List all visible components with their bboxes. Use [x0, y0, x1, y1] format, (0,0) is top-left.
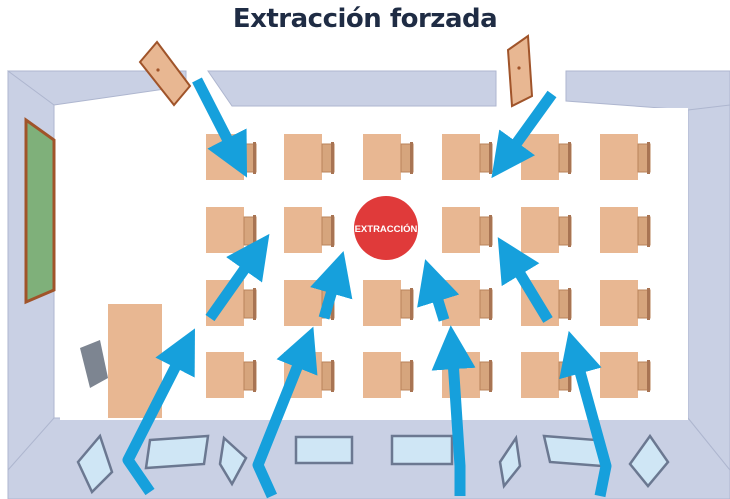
desk-icon: [363, 280, 414, 326]
wall-top-right: [565, 70, 730, 111]
diagram-title: Extracción forzada: [232, 4, 498, 34]
desk-icon: [600, 207, 651, 253]
window-icon: [294, 435, 354, 465]
desk-icon: [363, 352, 414, 398]
door-icon: [506, 34, 534, 108]
airflow-arrows: [122, 77, 612, 499]
inflow-arrow: [192, 77, 248, 178]
door-icon: [138, 40, 192, 107]
outflow-arrow: [431, 325, 476, 496]
window-icon: [390, 434, 454, 466]
airflow-arrow: [497, 237, 553, 323]
extraction-label: EXTRACCIÓN: [355, 223, 418, 235]
airflow-arrow: [417, 259, 460, 322]
wall-bottom: [7, 417, 730, 499]
chair-icon: [80, 340, 108, 388]
desk-icon: [600, 134, 651, 180]
desk-icon: [363, 134, 414, 180]
desk-icon: [442, 207, 493, 253]
window-icon: [218, 435, 248, 487]
extraction-marker: EXTRACCIÓN: [354, 196, 418, 260]
desk-icon: [284, 134, 335, 180]
wall-top-middle: [207, 70, 497, 107]
window-icon: [628, 433, 670, 488]
wall-right: [687, 104, 730, 471]
window-icon: [76, 433, 114, 495]
airflow-arrow: [205, 233, 270, 322]
desk-icon: [284, 207, 335, 253]
outflow-arrow: [122, 328, 195, 496]
outflow-arrow: [559, 330, 612, 498]
desk-icon: [206, 352, 257, 398]
desk-icon: [442, 134, 493, 180]
desk-icon: [600, 352, 651, 398]
inflow-arrow: [491, 90, 557, 179]
chalkboard-icon: [24, 117, 56, 305]
desk-icon: [600, 280, 651, 326]
window-icon: [498, 434, 522, 489]
windows: [76, 433, 670, 495]
airflow-arrow: [310, 250, 353, 320]
window-icon: [144, 434, 210, 470]
outflow-arrow: [252, 326, 318, 499]
